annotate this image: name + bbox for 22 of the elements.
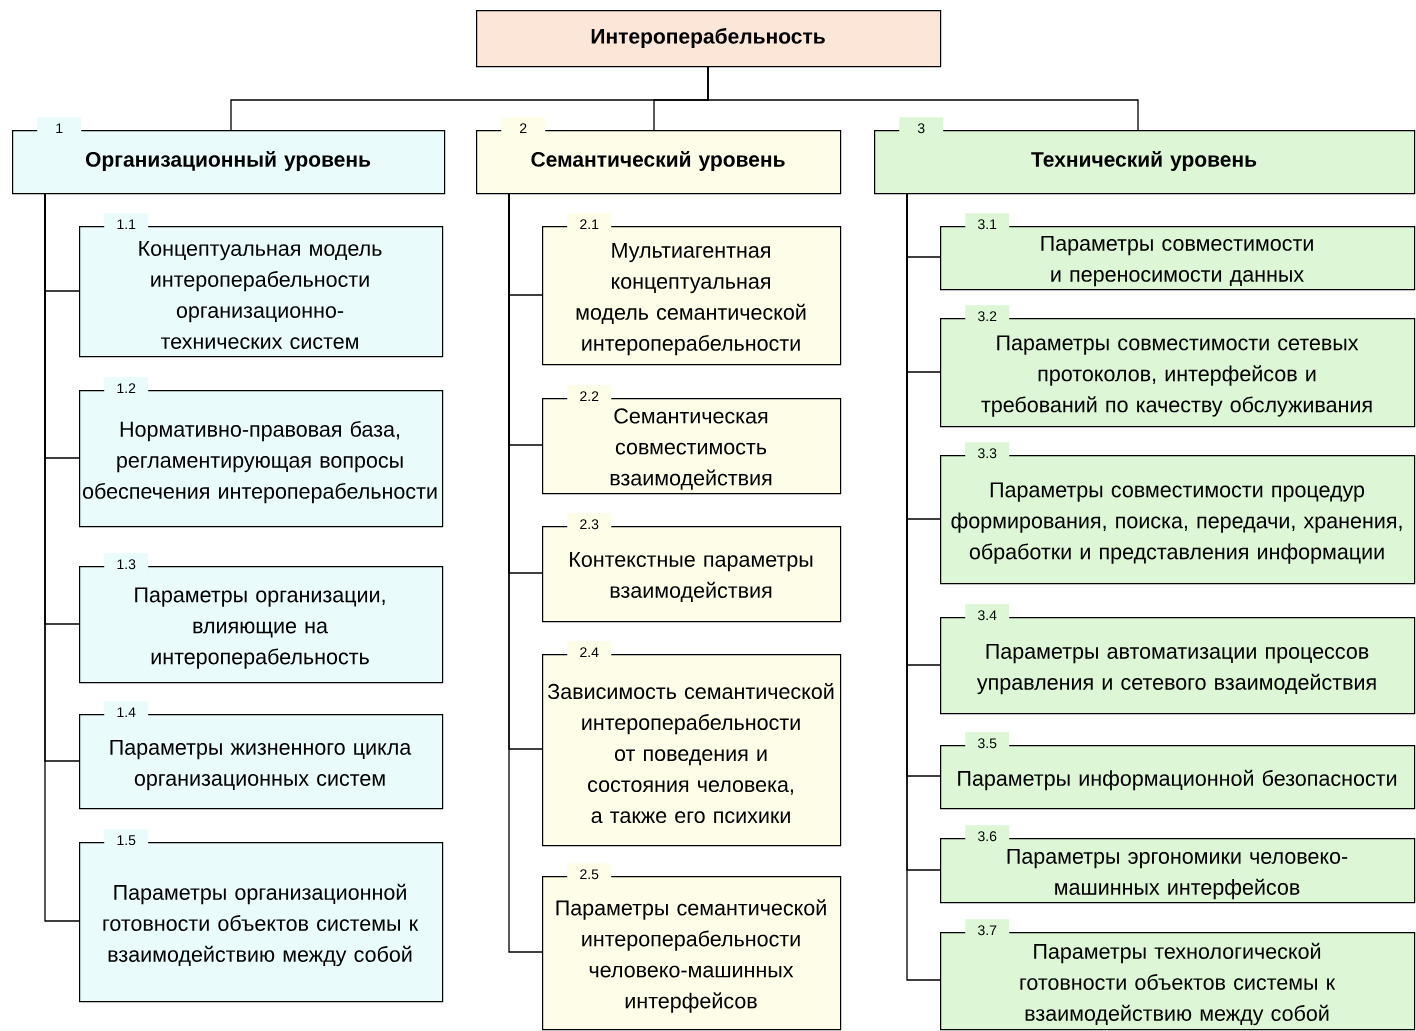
connector-line xyxy=(707,65,1139,131)
level-box: Технический уровень 3 xyxy=(874,117,1416,195)
parameter-box: Параметры семантической интероперабельности человеко-машинных интерфейсов 2.5 xyxy=(542,863,842,1031)
parameter-box: Зависимость семантической интероперабельности от поведения и состояния человека, а также его психики 2.4 xyxy=(542,641,842,847)
parameter-box: Параметры жизненного цикла организационных систем 1.4 xyxy=(79,701,444,810)
parameter-box: Мультиагентная концептуальная модель семантической интероперабельности 2.1 xyxy=(542,213,842,366)
parameter-box: Параметры технологической готовности объектов системы к взаимодействию между собой 3.7 xyxy=(940,919,1416,1031)
parameter-box: Нормативно-правовая база, регламентирующая вопросы обеспечения интероперабельности 1.2 xyxy=(79,377,444,528)
parameter-box: Концептуальная модель интероперабельности организационно-технических систем 1.1 xyxy=(79,213,444,358)
parameter-box: Параметры организации, влияющие на интероперабельность 1.3 xyxy=(79,553,444,684)
level-box: Семантический уровень 2 xyxy=(476,117,842,195)
parameter-box: Параметры автоматизации процессов управления и сетевого взаимодействия 3.4 xyxy=(940,604,1416,715)
parameter-box: Параметры совместимости процедур формирования, поиска, передачи, хранения, обработки и представления информации 3.3 xyxy=(940,442,1416,585)
parameter-box: Параметры совместимости и переносимости данных 3.1 xyxy=(940,213,1416,291)
parameter-box: Параметры совместимости сетевых протоколов, интерфейсов и требований по качеству обслуживания 3.2 xyxy=(940,305,1416,428)
parameter-box: Параметры информационной безопасности 3.5 xyxy=(940,732,1416,810)
parameter-box: Параметры организационной готовности объектов системы к взаимодействию между собой 1.5 xyxy=(79,829,444,1003)
parameter-box: Контекстные параметры взаимодействия 2.3 xyxy=(542,513,842,623)
level-box: Организационный уровень 1 xyxy=(12,117,446,195)
parameter-box: Параметры эргономики человеко-машинных интерфейсов 3.6 xyxy=(940,825,1416,904)
root-box: Интероперабельность xyxy=(476,10,942,68)
parameter-box: Семантическая совместимость взаимодействия 2.2 xyxy=(542,385,842,495)
